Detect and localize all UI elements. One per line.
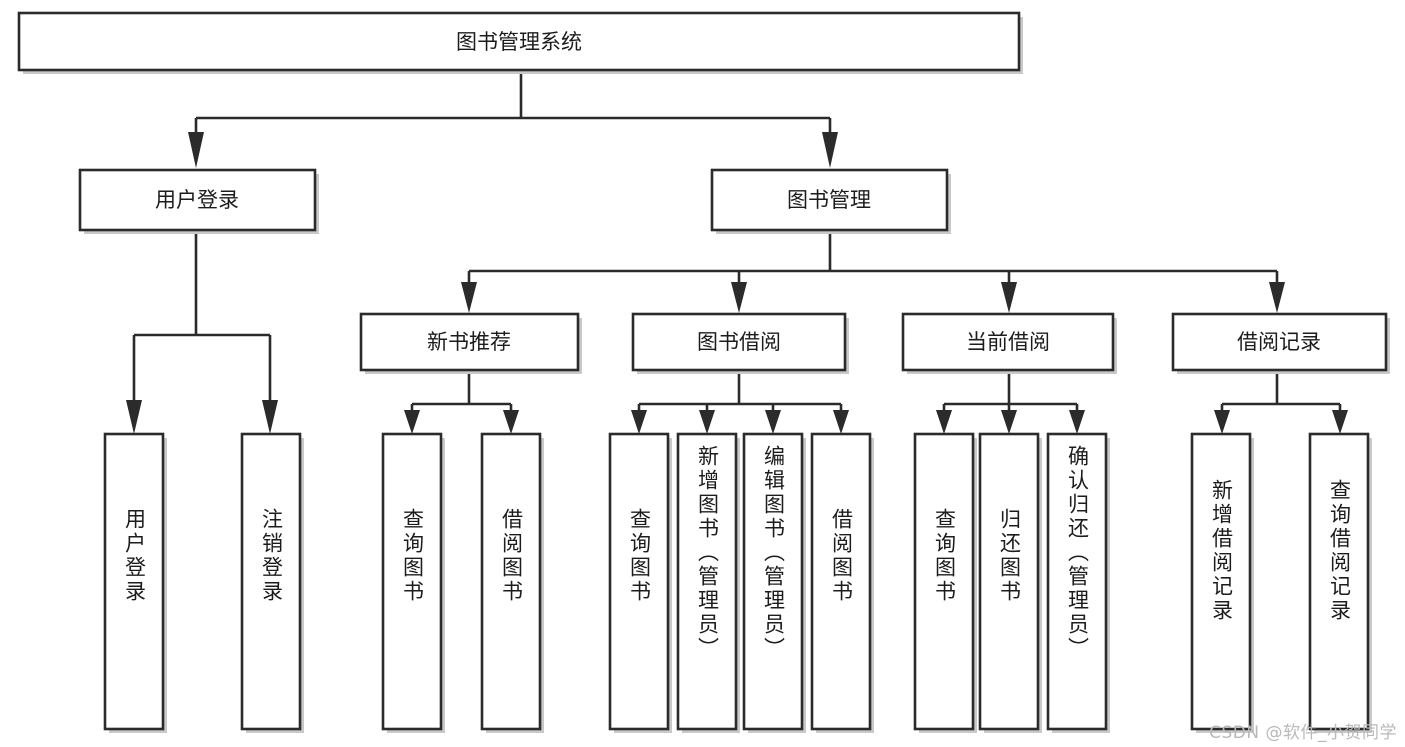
node-leaf-borrow-book-1[interactable] — [480, 432, 544, 733]
node-leaf-query-record-rect — [1308, 432, 1370, 731]
node-leaf-query-book-2-rect — [608, 432, 670, 731]
arrowhead-leaf-return-book — [1001, 410, 1017, 434]
node-leaf-add-book-rect — [676, 432, 738, 731]
node-current-borrow-label: 当前借阅 — [966, 330, 1050, 354]
arrowhead-leaf-borrow-book-1 — [503, 410, 519, 434]
node-user-login-label: 用户登录 — [155, 188, 239, 212]
arrowhead-book-manage — [822, 132, 838, 168]
csdn-watermark: CSDN @软件_小贺同学 — [1209, 723, 1397, 743]
node-leaf-borrow-book-1-rect — [480, 432, 542, 731]
arrowhead-leaf-query-book-3 — [936, 410, 952, 434]
arrowhead-user-login — [188, 132, 204, 168]
node-leaf-user-logout[interactable] — [240, 432, 304, 733]
node-leaf-query-record[interactable] — [1308, 432, 1372, 733]
arrowhead-book-borrow — [731, 282, 747, 313]
node-leaf-edit-book[interactable] — [742, 432, 806, 733]
node-leaf-return-book[interactable] — [978, 432, 1042, 733]
node-leaf-query-book-1-rect — [381, 432, 443, 731]
node-book-borrow-label: 图书借阅 — [697, 330, 781, 354]
node-leaf-query-book-3-rect — [913, 432, 975, 731]
arrowhead-leaf-query-book-2 — [631, 410, 647, 434]
node-borrow-record-label: 借阅记录 — [1237, 330, 1321, 354]
node-leaf-query-book-1[interactable] — [381, 432, 445, 733]
node-new-book-recommend-label: 新书推荐 — [427, 330, 511, 354]
node-new-book-recommend[interactable]: 新书推荐 — [359, 312, 582, 374]
node-book-borrow-rect — [631, 312, 847, 372]
node-borrow-record[interactable]: 借阅记录 — [1171, 312, 1390, 374]
node-book-manage-label: 图书管理 — [787, 188, 871, 212]
arrowhead-leaf-query-book-1 — [404, 410, 420, 434]
arrowhead-leaf-user-login — [126, 400, 142, 434]
arrowhead-leaf-user-logout — [262, 400, 278, 434]
node-book-borrow[interactable]: 图书借阅 — [631, 312, 849, 374]
node-leaf-borrow-book-2[interactable] — [810, 432, 874, 733]
arrowhead-leaf-add-record — [1214, 410, 1230, 434]
connector-layer — [126, 70, 1348, 434]
node-book-manage[interactable]: 图书管理 — [710, 168, 951, 234]
node-leaf-add-record-rect — [1190, 432, 1252, 731]
node-current-borrow[interactable]: 当前借阅 — [901, 312, 1117, 374]
node-leaf-edit-book-rect — [742, 432, 804, 731]
node-leaf-confirm-return[interactable] — [1046, 432, 1110, 733]
node-root-label: 图书管理系统 — [456, 30, 582, 54]
arrowhead-leaf-query-record — [1332, 410, 1348, 434]
arrowhead-borrow-record — [1269, 282, 1285, 313]
arrowhead-leaf-add-book — [699, 410, 715, 434]
node-leaf-query-book-2[interactable] — [608, 432, 672, 733]
arrowhead-current-borrow — [1001, 282, 1017, 313]
node-current-borrow-rect — [901, 312, 1115, 372]
node-leaf-add-record[interactable] — [1190, 432, 1254, 733]
node-leaf-add-book[interactable] — [676, 432, 740, 733]
arrowhead-leaf-borrow-book-2 — [833, 410, 849, 434]
node-leaf-user-login-rect — [103, 432, 165, 731]
arrowhead-new-book-recommend — [461, 282, 477, 313]
node-user-login-rect — [78, 168, 317, 232]
node-leaf-borrow-book-2-rect — [810, 432, 872, 731]
node-user-login[interactable]: 用户登录 — [78, 168, 319, 234]
node-borrow-record-rect — [1171, 312, 1388, 372]
node-root-rect — [17, 11, 1021, 72]
node-layer: 图书管理系统 用户登录 图书管理 新书推荐 — [17, 11, 1390, 733]
arrowhead-leaf-confirm-return — [1069, 410, 1085, 434]
node-book-manage-rect — [710, 168, 949, 232]
arrowhead-leaf-edit-book — [765, 410, 781, 434]
node-new-book-recommend-rect — [359, 312, 580, 372]
node-leaf-return-book-rect — [978, 432, 1040, 731]
node-root[interactable]: 图书管理系统 — [17, 11, 1023, 74]
node-leaf-user-logout-rect — [240, 432, 302, 731]
node-leaf-user-login[interactable] — [103, 432, 167, 733]
node-leaf-confirm-return-rect — [1046, 432, 1108, 731]
node-leaf-query-book-3[interactable] — [913, 432, 977, 733]
